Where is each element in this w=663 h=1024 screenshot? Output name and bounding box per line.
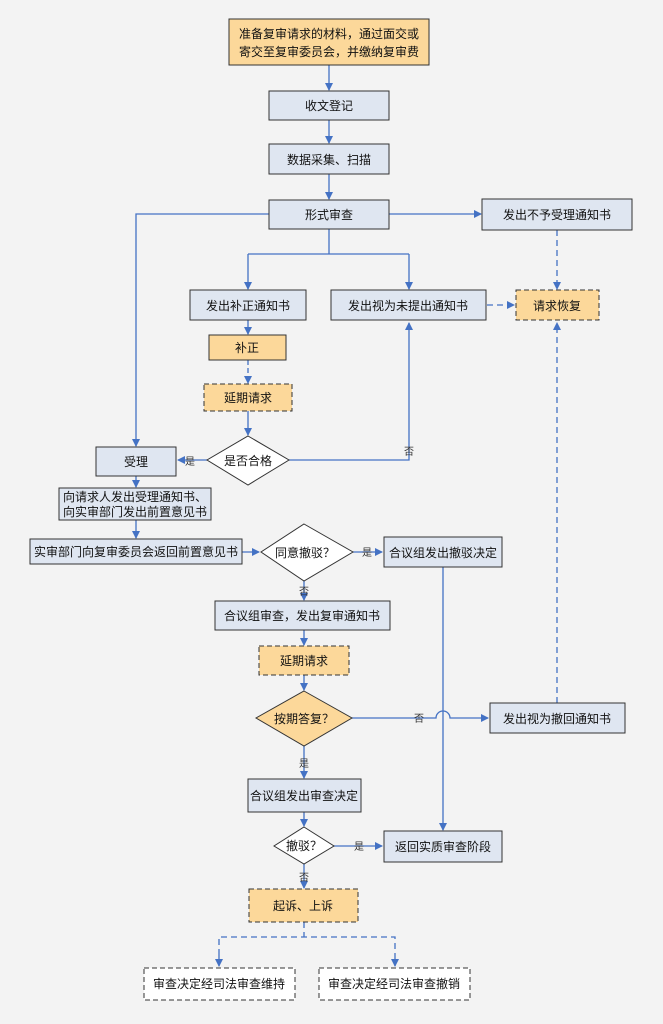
label-reply-yes: 是	[299, 758, 309, 770]
reject-decision-label: 撤驳？	[286, 838, 322, 853]
node-issue-correction-notice: 发出补正通知书	[190, 290, 306, 320]
label-agree-no: 否	[299, 586, 309, 598]
label-qualified-no: 否	[404, 446, 414, 458]
node-panel-review-notice: 合议组审查，发出复审通知书	[215, 601, 390, 630]
node-extension-request-2: 延期请求	[259, 646, 349, 675]
edge-formal-to-accept	[136, 214, 269, 446]
node-court-revokes: 审查决定经司法审查撤销	[319, 968, 470, 1000]
panel-review-notice-label: 合议组审查，发出复审通知书	[224, 608, 380, 623]
node-accept: 受理	[96, 447, 176, 476]
accept-label: 受理	[124, 455, 148, 469]
label-reply-no: 否	[414, 713, 424, 725]
node-notify-parties: 向请求人发出受理通知书、 向实审部门发出前置意见书	[59, 488, 211, 520]
nodes: 准备复审请求的材料，通过面交或 寄交至复审委员会，并缴纳复审费 收文登记 数据采…	[30, 19, 632, 1000]
qualified-decision-label: 是否合格	[224, 453, 272, 468]
node-panel-revoke-reject: 合议组发出撤驳决定	[384, 537, 502, 567]
node-issue-deemed-withdrawn-notice: 发出视为撤回通知书	[490, 703, 625, 733]
agree-reject-label: 同意撤驳？	[275, 545, 335, 560]
node-issue-not-accept-notice: 发出不予受理通知书	[482, 199, 632, 230]
sue-appeal-label: 起诉、上诉	[273, 899, 333, 913]
panel-review-decision-label: 合议组发出审查决定	[250, 788, 358, 803]
exam-dept-return-label: 实审部门向复审委员会返回前置意见书	[34, 544, 238, 559]
node-request-restore: 请求恢复	[516, 290, 599, 320]
node-receive-register: 收文登记	[269, 91, 389, 120]
node-agree-reject-decision: 同意撤驳？	[261, 524, 353, 581]
correction-notice-label: 发出补正通知书	[206, 298, 290, 313]
request-restore-label: 请求恢复	[533, 299, 581, 313]
node-issue-deemed-not-filed-notice: 发出视为未提出通知书	[331, 290, 486, 320]
node-extension-request-1: 延期请求	[204, 384, 292, 411]
reply-on-time-label: 按期答复？	[274, 711, 334, 726]
deemed-not-filed-label: 发出视为未提出通知书	[348, 298, 468, 313]
court-upholds-label: 审查决定经司法审查维持	[153, 976, 285, 991]
node-return-substantive-exam: 返回实质审查阶段	[384, 831, 502, 862]
correction-label: 补正	[235, 341, 259, 355]
node-formal-review: 形式审查	[269, 200, 389, 229]
prepare-line1: 准备复审请求的材料，通过面交或	[239, 26, 419, 41]
prepare-line2: 寄交至复审委员会，并缴纳复审费	[239, 44, 419, 59]
node-qualified-decision: 是否合格	[207, 436, 289, 485]
label-agree-yes: 是	[362, 547, 372, 559]
node-reject-decision: 撤驳？	[274, 827, 334, 864]
panel-revoke-reject-label: 合议组发出撤驳决定	[389, 545, 497, 560]
node-reply-on-time-decision: 按期答复？	[256, 691, 352, 746]
notify-line1: 向请求人发出受理通知书、	[63, 489, 207, 504]
extension-request-1-label: 延期请求	[224, 391, 272, 405]
node-court-upholds: 审查决定经司法审查维持	[144, 968, 295, 1000]
label-qualified-yes: 是	[185, 456, 195, 468]
data-collect-scan-label: 数据采集、扫描	[287, 152, 371, 167]
label-reject-yes: 是	[354, 841, 364, 853]
edge-qualified-no	[289, 323, 409, 460]
label-reject-no: 否	[299, 872, 309, 884]
node-data-collect-scan: 数据采集、扫描	[269, 144, 389, 174]
not-accept-notice-label: 发出不予受理通知书	[503, 207, 611, 222]
court-revokes-label: 审查决定经司法审查撤销	[328, 976, 460, 991]
receive-register-label: 收文登记	[305, 98, 353, 113]
edge-sue-branch	[219, 937, 395, 955]
notify-line2: 向实审部门发出前置意见书	[63, 504, 207, 519]
node-sue-appeal: 起诉、上诉	[249, 889, 358, 922]
node-panel-review-decision: 合议组发出审查决定	[248, 779, 361, 812]
node-exam-dept-return: 实审部门向复审委员会返回前置意见书	[30, 539, 242, 564]
formal-review-label: 形式审查	[305, 207, 353, 222]
return-substantive-exam-label: 返回实质审查阶段	[395, 839, 491, 854]
node-prepare-materials: 准备复审请求的材料，通过面交或 寄交至复审委员会，并缴纳复审费	[229, 19, 429, 65]
extension-request-2-label: 延期请求	[280, 654, 328, 668]
deemed-withdrawn-label: 发出视为撤回通知书	[503, 711, 611, 726]
node-correction: 补正	[209, 335, 286, 360]
